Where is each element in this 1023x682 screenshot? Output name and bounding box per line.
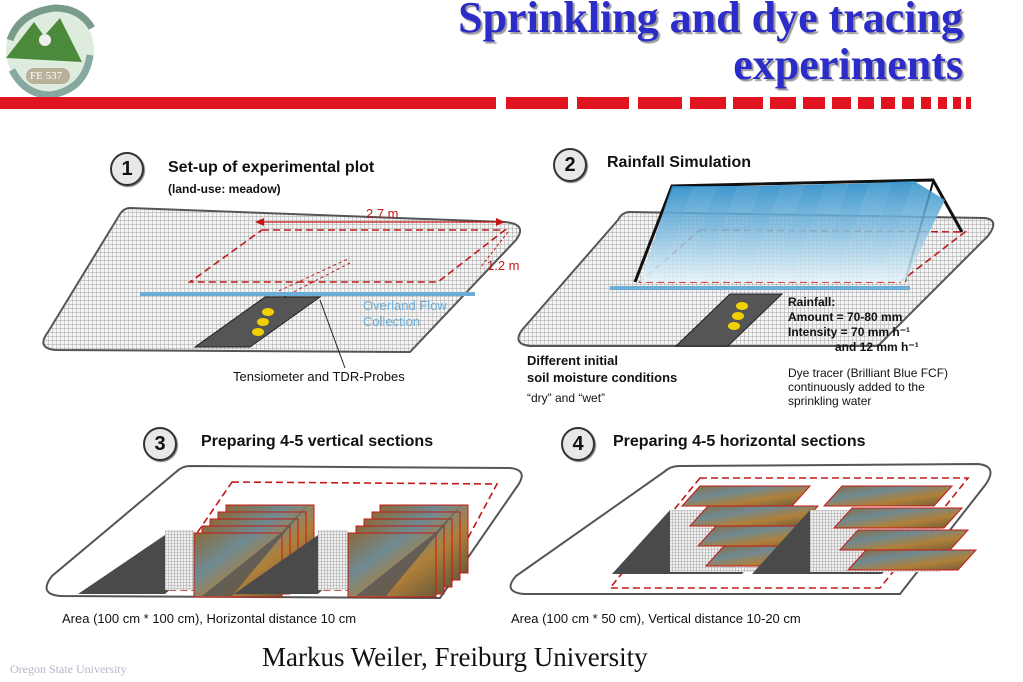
rainfall-info: Rainfall: Amount = 70-80 mm Intensity = … [788,295,919,354]
plot-length-label: 2.7 m [366,206,399,221]
title-line-2: experiments [733,40,963,89]
overland-flow-label: Overland Flow Collection [363,298,447,329]
step-badge-3: 3 [143,427,177,461]
panel4-heading: Preparing 4-5 horizontal sections [613,433,866,450]
plot-width-label: 1.2 m [487,258,520,273]
author-footer: Markus Weiler, Freiburg University [262,642,648,672]
dye-tracer-info: Dye tracer (Brilliant Blue FCF) continuo… [788,366,949,408]
step-badge-4: 4 [561,427,595,461]
step-badge-2: 2 [553,148,587,182]
rainfall-simulator [633,178,964,283]
moisture-values: “dry” and “wet” [527,391,606,405]
logo-label: FE 537 [30,70,63,82]
header-rule [0,97,971,109]
panel3-plot [45,464,523,600]
probes-label: Tensiometer and TDR-Probes [233,369,405,384]
step-badge-1: 1 [110,152,144,186]
panel3-caption: Area (100 cm * 100 cm), Horizontal dista… [62,611,357,626]
title-line-1: Sprinkling and dye tracing [458,0,963,42]
panel1-heading: Set-up of experimental plot [168,159,375,176]
panel1-plot [42,206,522,369]
university-footer: Oregon State University [10,662,127,676]
panel4-plot [509,462,992,595]
panel2-heading: Rainfall Simulation [607,154,752,171]
panel4-caption: Area (100 cm * 50 cm), Vertical distance… [511,611,801,626]
course-logo [6,4,96,99]
moisture-conditions: Different initial soil moisture conditio… [527,353,678,385]
panel3-heading: Preparing 4-5 vertical sections [201,433,434,450]
page-title: Sprinkling and dye tracing experiments [203,0,963,88]
panel1-subheading: (land-use: meadow) [168,182,281,196]
